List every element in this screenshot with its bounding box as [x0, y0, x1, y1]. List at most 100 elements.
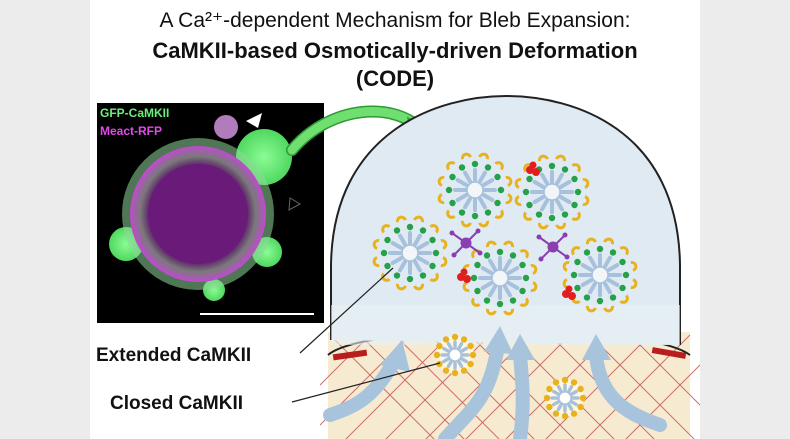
kinase-domain: [474, 287, 481, 295]
kinase-domain: [619, 258, 626, 266]
camkii-extended-1: [437, 152, 513, 228]
flow-arrow-4: [589, 348, 667, 432]
kinase-domain: [596, 245, 604, 253]
regulatory-segment: [413, 283, 425, 291]
kinase-domain: [526, 201, 533, 209]
calcium-ions-2: [457, 268, 471, 283]
regulatory-segment: [514, 177, 522, 189]
regulatory-segment: [530, 263, 538, 275]
regulatory-segment: [494, 161, 504, 171]
regulatory-segment: [372, 256, 380, 268]
kinase-domain: [519, 287, 526, 295]
kinase-domain: [609, 249, 617, 256]
regulatory-segment: [446, 161, 456, 171]
flow-arrow-1-head: [380, 340, 410, 372]
label-rfp: Meact-RFP: [100, 124, 162, 138]
regulatory-segment: [381, 224, 391, 234]
closed-subunit: [543, 394, 551, 402]
regulatory-segment: [485, 240, 497, 248]
regulatory-segment: [395, 215, 407, 223]
regulatory-segment: [372, 238, 380, 250]
regulatory-segment: [530, 281, 538, 293]
regulatory-segment: [494, 209, 504, 219]
kinase-domain: [519, 261, 526, 269]
kinase-domain: [496, 300, 504, 308]
camkii-closed-1: [433, 333, 477, 377]
arrowhead-marker-filled: [246, 113, 262, 128]
closed-subunit: [552, 379, 560, 386]
regulatory-segment: [503, 240, 515, 248]
hub-ring: [401, 244, 419, 262]
kinase-domain: [574, 188, 582, 196]
closed-subunit: [469, 351, 477, 359]
regulatory-segment: [429, 224, 439, 234]
kinase-domain: [548, 162, 556, 170]
kinase-domain: [393, 272, 401, 279]
regulatory-segment: [571, 246, 581, 256]
closed-subunit: [570, 379, 578, 386]
closed-subunit: [570, 410, 578, 417]
regulatory-segment: [519, 249, 529, 259]
membrane-marker-left: [332, 349, 368, 361]
flow-arrow-3-head: [506, 334, 535, 360]
hub-ring: [591, 266, 609, 284]
regulatory-segment: [537, 222, 549, 230]
closed-subunit: [460, 336, 468, 343]
regulatory-segment: [571, 211, 581, 221]
kinase-domain: [406, 223, 414, 231]
kinase-domain: [561, 166, 569, 173]
bleb-magenta-top: [214, 115, 238, 139]
kinase-domain: [522, 274, 530, 282]
flow-arrow-3: [513, 348, 530, 439]
closed-subunit: [433, 351, 441, 359]
regulatory-segment: [519, 297, 529, 307]
kinase-domain: [574, 284, 581, 292]
kinase-domain: [449, 199, 456, 207]
kinase-domain: [458, 164, 466, 171]
kinase-domain: [619, 284, 626, 292]
regulatory-segment: [603, 305, 615, 313]
kinase-domain: [471, 212, 479, 220]
callout-extended-camkii: Extended CaMKII: [96, 345, 252, 366]
closed-subunit: [579, 394, 587, 402]
kinase-domain: [380, 249, 388, 257]
flow-arrow-2: [438, 338, 505, 439]
regulatory-segment: [585, 305, 597, 313]
calmodulin-2: [536, 232, 570, 262]
calcium-ions-3: [562, 285, 576, 300]
kinase-domain: [474, 261, 481, 269]
kinase-domain: [561, 211, 569, 218]
closed-subunit: [460, 367, 468, 374]
camkii-extended-5: [562, 237, 638, 313]
regulatory-segment: [630, 278, 638, 290]
regulatory-segment: [471, 297, 481, 307]
regulatory-segment: [485, 308, 497, 316]
calmodulin-group: [449, 161, 576, 300]
regulatory-segment: [440, 256, 448, 268]
calmodulin-core: [547, 241, 559, 253]
left-margin: [0, 0, 90, 439]
kinase-domain: [483, 252, 491, 259]
regulatory-segment: [619, 294, 629, 304]
closed-subunit: [546, 403, 553, 411]
regulatory-segment: [571, 163, 581, 173]
regulatory-segment: [478, 152, 490, 160]
hub-ring: [543, 183, 561, 201]
calmodulin-1: [449, 228, 483, 258]
closed-subunit: [436, 360, 443, 368]
regulatory-segment: [523, 211, 533, 221]
closed-subunit: [442, 336, 450, 343]
kinase-domain: [570, 271, 578, 279]
closed-subunit: [561, 412, 569, 420]
kinase-domain: [497, 186, 505, 194]
title-line-2: CaMKII-based Osmotically-driven Deformat…: [152, 38, 638, 63]
kinase-domain: [548, 214, 556, 222]
leader-line-closed: [291, 362, 441, 403]
flow-arrow-2-head: [484, 326, 513, 354]
regulatory-segment: [437, 193, 445, 205]
hub-ring: [466, 181, 484, 199]
closed-subunit: [467, 360, 474, 368]
regulatory-segment: [630, 260, 638, 272]
kinase-domain: [583, 294, 591, 301]
kinase-domain: [419, 272, 427, 279]
